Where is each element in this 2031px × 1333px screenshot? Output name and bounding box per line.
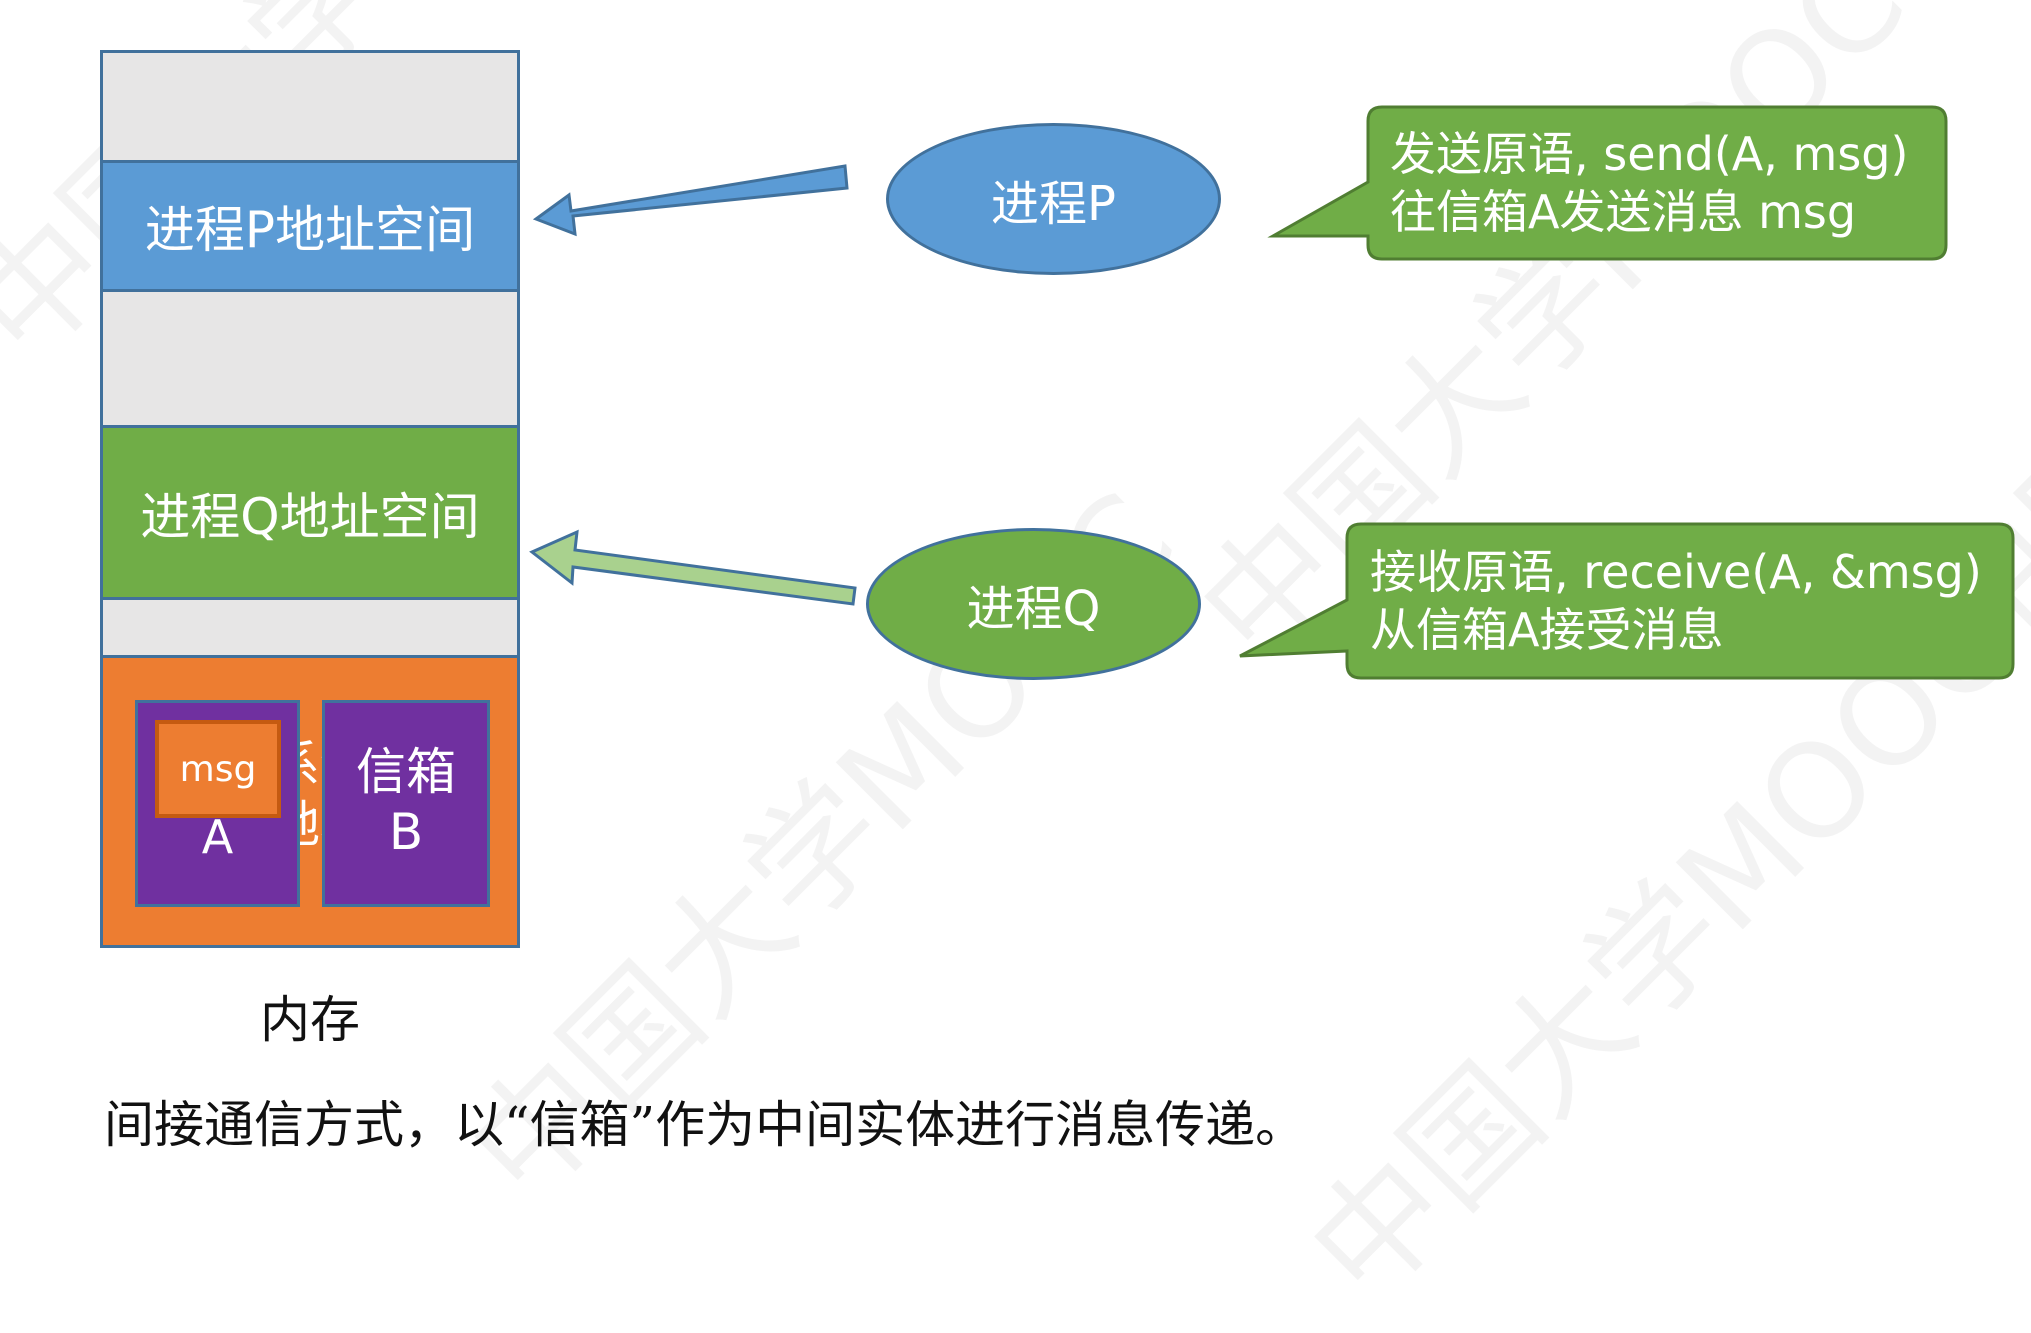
connectors-layer [529,105,2015,680]
process-q-label: 进程Q [966,581,1101,637]
receive-description-line: 从信箱A接受消息 [1370,603,1724,657]
process-p-node: 进程P [886,123,1221,275]
mailbox-b [322,700,490,907]
arrow-p-to-memory [532,164,849,237]
send-primitive-line: 发送原语, send(A, msg) [1390,127,1909,181]
process-p-address-space-label: 进程P地址空间 [144,201,476,259]
arrow-q-to-memory [529,529,857,606]
send-callout-shape [1267,105,1948,261]
mailbox-a-label: A [201,810,234,864]
receive-primitive-line: 接收原语, receive(A, &msg) [1370,545,1982,599]
process-q-address-space-label: 进程Q地址空间 [140,487,480,546]
memory-label: 内存 [260,991,360,1049]
process-q-node: 进程Q [866,528,1201,680]
caption: 间接通信方式，以“信箱”作为中间实体进行消息传递。 [104,1096,1306,1154]
receive-callout-text: 接收原语, receive(A, &msg) 从信箱A接受消息 [1370,543,1982,659]
mailbox-b-label: 信箱 B [356,743,456,861]
process-p-label: 进程P [991,176,1116,232]
message-box: msg [155,720,281,818]
message-label: msg [179,748,257,790]
send-callout-text: 发送原语, send(A, msg) 往信箱A发送消息 msg [1390,125,1908,241]
receive-callout-shape [1239,522,2015,680]
process-p-address-space: 进程P地址空间 [100,160,520,292]
process-q-address-space: 进程Q地址空间 [100,425,520,600]
send-description-line: 往信箱A发送消息 msg [1390,185,1857,239]
